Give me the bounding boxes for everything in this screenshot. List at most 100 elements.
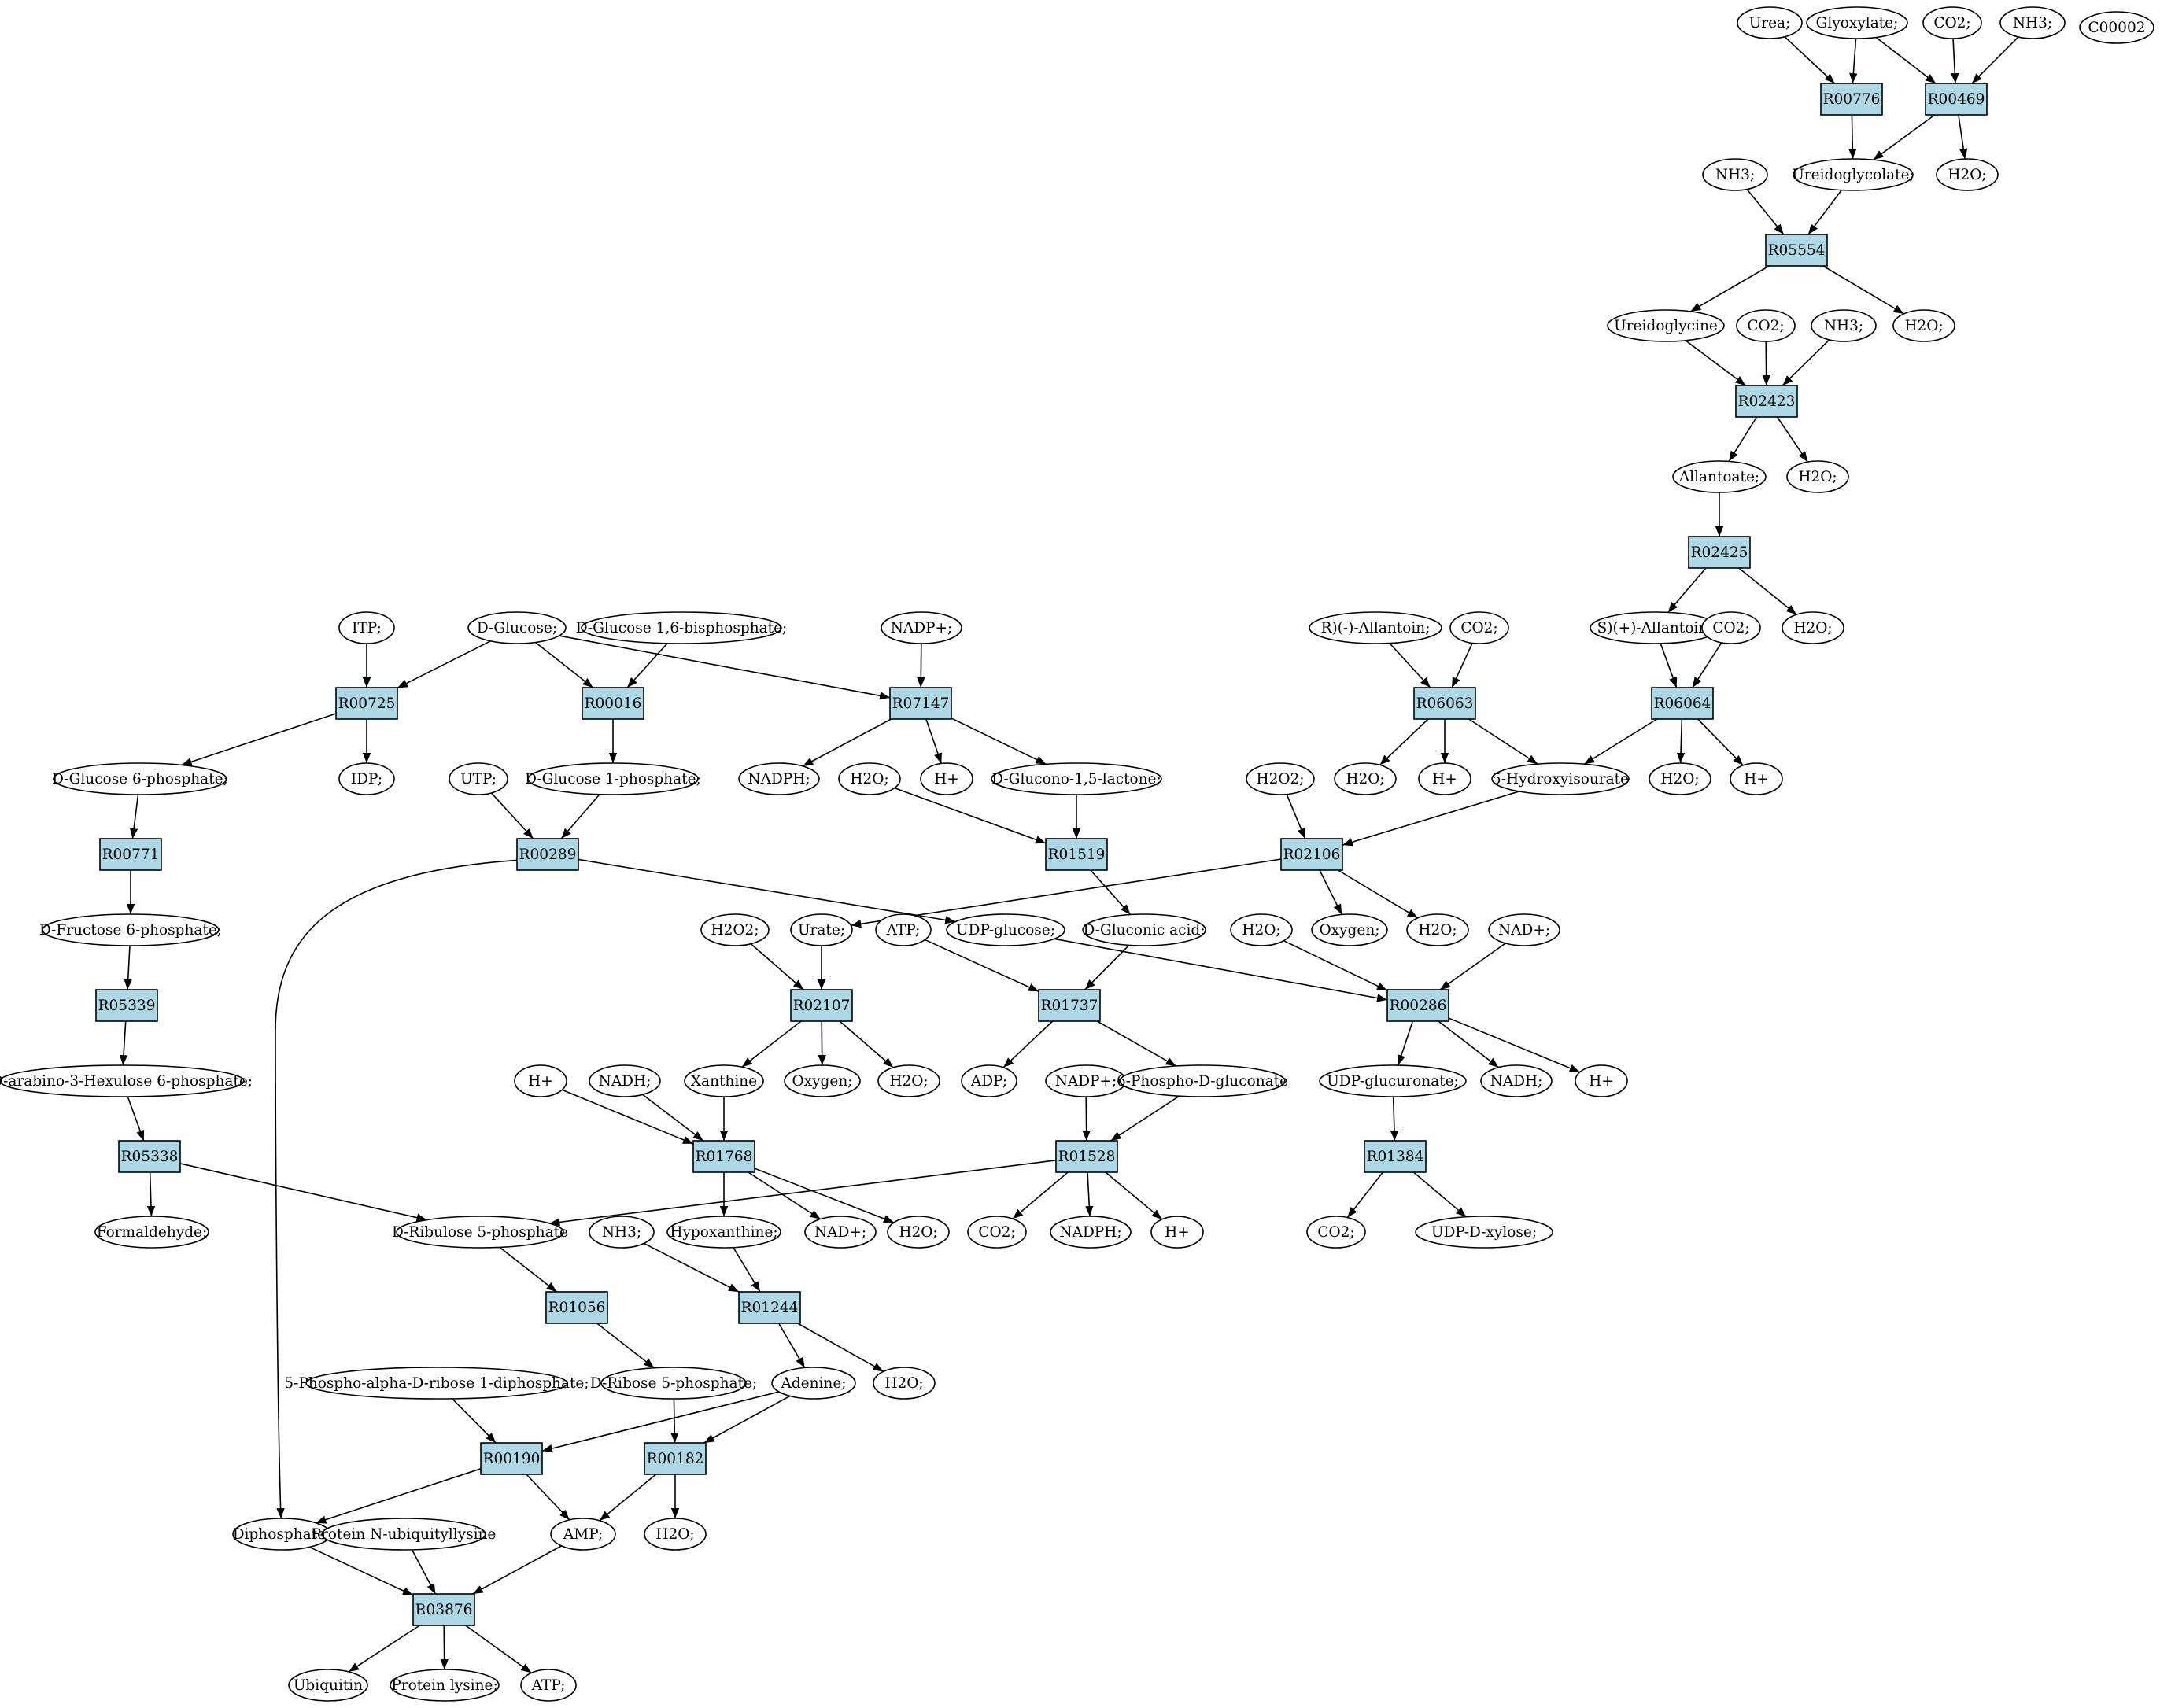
metabolite-node-dg1p[interactable]: D-Glucose 1-phosphate;: [525, 762, 701, 795]
reaction-node-r00776[interactable]: R00776: [1820, 83, 1883, 116]
metabolite-node-proteinlysine[interactable]: Protein lysine;: [390, 1669, 500, 1702]
reaction-node-r01244[interactable]: R01244: [738, 1291, 801, 1324]
reaction-node-r07147[interactable]: R07147: [889, 687, 952, 720]
metabolite-node-h2o-d[interactable]: H2O;: [1782, 611, 1844, 644]
metabolite-node-c00002[interactable]: C00002: [2079, 11, 2154, 44]
reaction-node-r00289[interactable]: R00289: [516, 838, 579, 871]
metabolite-node-h2o-l[interactable]: H2O;: [873, 1367, 936, 1400]
metabolite-node-nh3-b[interactable]: NH3;: [1702, 158, 1768, 191]
reaction-node-r02106[interactable]: R02106: [1280, 838, 1343, 871]
reaction-node-r05338[interactable]: R05338: [118, 1140, 181, 1173]
metabolite-node-hplus-e[interactable]: H+: [1575, 1064, 1628, 1097]
metabolite-node-nadplus-b[interactable]: NAD+;: [804, 1216, 877, 1249]
reaction-node-r00469[interactable]: R00469: [1925, 83, 1988, 116]
metabolite-node-udpglucuronate[interactable]: UDP-glucuronate;: [1319, 1064, 1467, 1097]
metabolite-node-adp[interactable]: ADP;: [961, 1064, 1017, 1097]
metabolite-node-co2-c[interactable]: CO2;: [1449, 611, 1509, 644]
metabolite-node-hplus-d[interactable]: H+: [514, 1064, 567, 1097]
metabolite-node-co2-d[interactable]: CO2;: [1701, 611, 1761, 644]
metabolite-node-dglucose[interactable]: D-Glucose;: [467, 611, 567, 644]
metabolite-node-urea[interactable]: Urea;: [1737, 6, 1803, 39]
reaction-node-r01056[interactable]: R01056: [545, 1291, 608, 1324]
metabolite-node-rallantoin[interactable]: R)(-)-Allantoin;: [1309, 611, 1442, 644]
metabolite-node-hplus-b[interactable]: H+: [1418, 762, 1471, 795]
metabolite-node-co2-f[interactable]: CO2;: [1306, 1216, 1366, 1249]
metabolite-node-h2o-g[interactable]: H2O;: [1649, 762, 1711, 795]
metabolite-node-nadpplus-a[interactable]: NADP+;: [881, 611, 962, 644]
reaction-node-r00016[interactable]: R00016: [582, 687, 644, 720]
metabolite-node-hplus-f[interactable]: H+: [1150, 1216, 1204, 1249]
metabolite-node-prpp[interactable]: 5-Phospho-alpha-D-ribose 1-diphosphate;: [284, 1367, 589, 1400]
reaction-node-r02423[interactable]: R02423: [1735, 385, 1798, 418]
reaction-node-r00190[interactable]: R00190: [480, 1442, 543, 1475]
metabolite-node-h2o-c[interactable]: H2O;: [1786, 460, 1849, 493]
metabolite-node-nadph-b[interactable]: NADPH;: [1050, 1216, 1132, 1249]
metabolite-node-udpxylose[interactable]: UDP-D-xylose;: [1415, 1216, 1553, 1249]
metabolite-node-hydroxyisourate[interactable]: 5-Hydroxyisourate: [1491, 762, 1630, 795]
metabolite-node-co2-b[interactable]: CO2;: [1736, 309, 1796, 342]
metabolite-node-dg16bp[interactable]: D-Glucose 1,6-bisphosphate;: [576, 611, 788, 644]
reaction-node-r01384[interactable]: R01384: [1364, 1140, 1427, 1173]
metabolite-node-allantoate[interactable]: Allantoate;: [1672, 460, 1767, 493]
metabolite-node-ureidoglycolate[interactable]: Ureidoglycolate;: [1792, 158, 1914, 191]
metabolite-node-nadph-a[interactable]: NADPH;: [738, 762, 820, 795]
metabolite-node-utp[interactable]: UTP;: [449, 762, 508, 795]
metabolite-node-formaldehyde[interactable]: Formaldehyde;: [94, 1216, 209, 1249]
metabolite-node-phosphogluconate[interactable]: 6-Phospho-D-gluconate: [1117, 1064, 1288, 1097]
metabolite-node-dglucono[interactable]: D-Glucono-1,5-lactone;: [991, 762, 1162, 795]
metabolite-node-diphosphate[interactable]: Diphosphate;: [232, 1518, 331, 1551]
metabolite-node-glyoxylate[interactable]: Glyoxylate;: [1806, 6, 1908, 39]
metabolite-node-oxygen-b[interactable]: Oxygen;: [784, 1064, 861, 1097]
metabolite-node-dribulose5p[interactable]: D-Ribulose 5-phosphate: [392, 1216, 568, 1249]
metabolite-node-hplus-a[interactable]: H+: [920, 762, 973, 795]
metabolite-node-ubiquitin[interactable]: Ubiquitin: [288, 1669, 368, 1702]
metabolite-node-h2o2-a[interactable]: H2O2;: [1246, 762, 1315, 795]
metabolite-node-adenine[interactable]: Adenine;: [771, 1367, 856, 1400]
reaction-node-r01768[interactable]: R01768: [692, 1140, 755, 1173]
reaction-node-r02107[interactable]: R02107: [790, 989, 853, 1022]
metabolite-node-amp[interactable]: AMP;: [550, 1518, 616, 1551]
metabolite-node-ureidoglycine[interactable]: Ureidoglycine: [1607, 309, 1725, 342]
metabolite-node-nadplus-a[interactable]: NAD+;: [1488, 913, 1560, 946]
metabolite-node-co2-a[interactable]: CO2;: [1922, 6, 1982, 39]
metabolite-node-atp-a[interactable]: ATP;: [875, 913, 932, 946]
reaction-node-r00725[interactable]: R00725: [335, 687, 398, 720]
metabolite-node-dg6p[interactable]: D-Glucose 6-phosphate;: [52, 762, 228, 795]
reaction-node-r01528[interactable]: R01528: [1055, 1140, 1118, 1173]
metabolite-node-idp[interactable]: IDP;: [338, 762, 395, 795]
reaction-node-r06063[interactable]: R06063: [1413, 687, 1476, 720]
metabolite-node-hplus-c[interactable]: H+: [1730, 762, 1783, 795]
metabolite-node-nadh-a[interactable]: NADH;: [589, 1064, 661, 1097]
metabolite-node-co2-e[interactable]: CO2;: [967, 1216, 1027, 1249]
metabolite-node-h2o-m[interactable]: H2O;: [644, 1518, 707, 1551]
metabolite-node-sallantoin[interactable]: S)(+)-Allantoin;: [1590, 611, 1720, 644]
metabolite-node-dribose5p[interactable]: D-Ribose 5-phosphate;: [590, 1367, 757, 1400]
metabolite-node-itp[interactable]: ITP;: [338, 611, 395, 644]
metabolite-node-h2o-j[interactable]: H2O;: [877, 1064, 940, 1097]
metabolite-node-h2o-i[interactable]: H2O;: [1406, 913, 1469, 946]
metabolite-node-dgluconic[interactable]: D-Gluconic acid;: [1082, 913, 1206, 946]
metabolite-node-urate[interactable]: Urate;: [790, 913, 853, 946]
metabolite-node-nadh-b[interactable]: NADH;: [1480, 1064, 1553, 1097]
metabolite-node-h2o-b[interactable]: H2O;: [1892, 309, 1955, 342]
metabolite-node-h2o-f[interactable]: H2O;: [1334, 762, 1397, 795]
metabolite-node-h2o2-b[interactable]: H2O2;: [700, 913, 770, 946]
reaction-node-r01737[interactable]: R01737: [1038, 989, 1101, 1022]
reaction-node-r05554[interactable]: R05554: [1765, 234, 1828, 267]
metabolite-node-proteinubiq[interactable]: Protein N-ubiquityllysine: [312, 1518, 497, 1551]
metabolite-node-oxygen-a[interactable]: Oxygen;: [1311, 913, 1388, 946]
metabolite-node-nh3-c[interactable]: NH3;: [1811, 309, 1877, 342]
metabolite-node-h2o-e[interactable]: H2O;: [838, 762, 901, 795]
metabolite-node-udpglucose[interactable]: UDP-glucose;: [946, 913, 1065, 946]
reaction-node-r06064[interactable]: R06064: [1651, 687, 1714, 720]
reaction-node-r00182[interactable]: R00182: [644, 1442, 707, 1475]
metabolite-node-atp-b[interactable]: ATP;: [520, 1669, 577, 1702]
metabolite-node-h2o-h[interactable]: H2O;: [1230, 913, 1293, 946]
reaction-node-r03876[interactable]: R03876: [412, 1593, 475, 1626]
reaction-node-r00286[interactable]: R00286: [1386, 989, 1449, 1022]
metabolite-node-h2o-k[interactable]: H2O;: [887, 1216, 950, 1249]
metabolite-node-nadpplus-b[interactable]: NADP+;: [1045, 1064, 1127, 1097]
metabolite-node-hypoxanthine[interactable]: Hypoxanthine;: [666, 1216, 781, 1249]
metabolite-node-nh3-a[interactable]: NH3;: [1999, 6, 2066, 39]
metabolite-node-xanthine[interactable]: Xanthine: [684, 1064, 764, 1097]
